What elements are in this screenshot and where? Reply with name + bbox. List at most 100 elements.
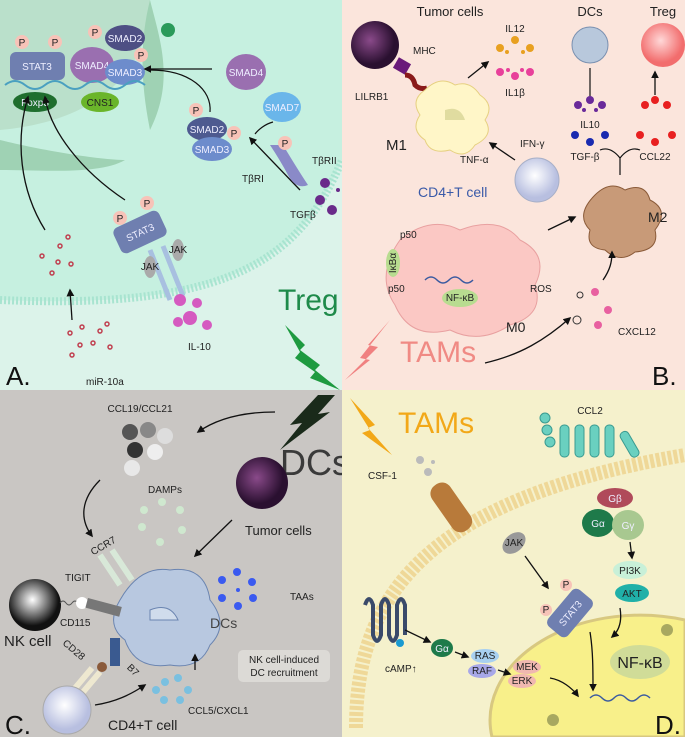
note-box — [238, 650, 330, 682]
cd4t-label: CD4+T cell — [418, 184, 487, 200]
ccl5-particles — [152, 674, 192, 704]
damps-label: DAMPs — [148, 485, 182, 496]
smad3-label: SMAD3 — [195, 145, 230, 156]
gb-label: Gβ — [608, 494, 622, 505]
ccl19-ccl21-molecule — [122, 422, 173, 476]
il12-label: IL12 — [505, 24, 525, 35]
gpcr-receptor — [363, 597, 407, 643]
tgfb-label: TGF-β — [570, 152, 599, 163]
ras-label: RAS — [475, 651, 496, 662]
cns1-label: CNS1 — [87, 98, 114, 109]
dc-cell-icon — [571, 26, 609, 64]
lightning-icon — [280, 395, 335, 450]
ifng-label: IFN-γ — [520, 139, 544, 150]
phospho-label: P — [19, 38, 26, 49]
nk-cell-label: NK cell — [4, 633, 52, 650]
treg-title: Treg — [278, 284, 339, 317]
mek-label: MEK — [516, 662, 538, 673]
camp-label: cAMP↑ — [385, 664, 417, 675]
tams-title-b: TAMs — [400, 336, 476, 369]
nfkb-label: NF-κB — [446, 293, 475, 304]
jak-label: JAK — [505, 538, 524, 549]
il10-particles — [574, 96, 606, 112]
m2-macrophage — [583, 185, 662, 258]
nk-cell-icon — [9, 579, 61, 631]
treg-cell-icon — [641, 23, 685, 67]
tbri-label: TβRI — [242, 174, 264, 185]
pi3k-label: PI3K — [619, 566, 641, 577]
lightning-icon — [285, 325, 340, 390]
panel-c-dcs: CCL19/CCL21 DCs Tumor cells DAMPs CCR7 T… — [0, 390, 350, 737]
lightning-icon — [350, 398, 392, 455]
tumor-cell-icon — [351, 21, 399, 69]
ccl5-label: CCL5/CXCL1 — [188, 706, 249, 717]
panel-d-tams: TAMs CCL2 CSF-1 Gβ Gα Gγ JAK PI3K AKT ST… — [342, 390, 685, 737]
phospho-label: P — [117, 214, 124, 225]
smad2-nucleus-label: SMAD2 — [108, 34, 143, 45]
m1-label: M1 — [386, 137, 407, 154]
il10-label: IL10 — [580, 120, 600, 131]
csf1-label: CSF-1 — [368, 471, 397, 482]
stat3-nucleus-box — [10, 52, 65, 80]
panel-a-letter: A. — [6, 361, 31, 391]
tgfb-label: TGFβ — [290, 210, 316, 221]
phospho-label: P — [144, 199, 151, 210]
panel-a-treg: STAT3 P P SMAD2 SMAD4 SMAD3 P P Foxp3 CN… — [0, 0, 346, 391]
cell-membrane — [349, 448, 685, 729]
gg-label: Gγ — [622, 521, 635, 532]
taas-particles — [218, 568, 257, 610]
mir10a-particles — [39, 234, 113, 358]
mhc-label: MHC — [413, 46, 436, 57]
note-line-1: NK cell-induced — [249, 655, 319, 666]
tumor-cells-label: Tumor cells — [417, 4, 484, 19]
cd115-label: CD115 — [60, 618, 91, 629]
tnfa-label: TNF-α — [460, 155, 489, 166]
damps-particles — [138, 498, 186, 546]
dcs-title: DCs — [280, 442, 350, 483]
dcs-cell-label: DCs — [210, 615, 237, 631]
tgfb-particles — [571, 131, 609, 146]
phospho-label: P — [52, 38, 59, 49]
panel-c-letter: C. — [5, 710, 31, 737]
il12-particles — [496, 36, 534, 54]
ros-cxcl12-particles — [572, 288, 612, 329]
phospho-label: P — [92, 28, 99, 39]
cxcl12-label: CXCL12 — [618, 327, 656, 338]
smad4-nucleus-label: SMAD4 — [75, 61, 110, 72]
panel-b-letter: B. — [652, 361, 677, 391]
lightning-icon — [345, 320, 390, 380]
tigit-label: TIGIT — [65, 573, 91, 584]
dna-icon — [424, 276, 474, 284]
phospho-label: P — [193, 106, 200, 117]
smad7-label: SMAD7 — [265, 103, 300, 114]
dna-icon — [4, 80, 146, 90]
taas-label: TAAs — [290, 592, 314, 603]
phospho-label: P — [231, 129, 238, 140]
phospho-label: P — [543, 605, 550, 616]
m0-label: M0 — [506, 319, 526, 335]
il1b-particles — [496, 68, 534, 80]
ccl19-label: CCL19/CCL21 — [107, 404, 172, 415]
jak-label: JAK — [141, 262, 160, 273]
nfkb-label: NF-κB — [617, 655, 662, 672]
tumor-cells-label: Tumor cells — [245, 523, 312, 538]
p50-label-2: p50 — [388, 284, 405, 295]
jak-label-2: JAK — [169, 245, 188, 256]
m2-label: M2 — [648, 209, 668, 225]
panel-b-tams: Tumor cells MHC LILRB1 M1 IL12 IL1β DCs … — [342, 0, 685, 391]
ccl22-label: CCL22 — [639, 152, 671, 163]
il1b-label: IL1β — [505, 88, 525, 99]
stat3-nucleus-label: STAT3 — [22, 62, 52, 73]
note-line-2: DC recruitment — [250, 668, 317, 679]
smad2-label: SMAD2 — [190, 125, 225, 136]
mir10a-label: miR-10a — [86, 377, 124, 388]
stat3-box — [547, 588, 593, 638]
csf1-receptor — [430, 482, 473, 533]
il10-label: IL-10 — [188, 342, 211, 353]
dcs-label: DCs — [577, 4, 603, 19]
ga-label: Gα — [591, 519, 605, 530]
erk-label: ERK — [512, 676, 533, 687]
panel-d-letter: D. — [655, 710, 681, 737]
tgfb-receptor — [270, 145, 308, 187]
